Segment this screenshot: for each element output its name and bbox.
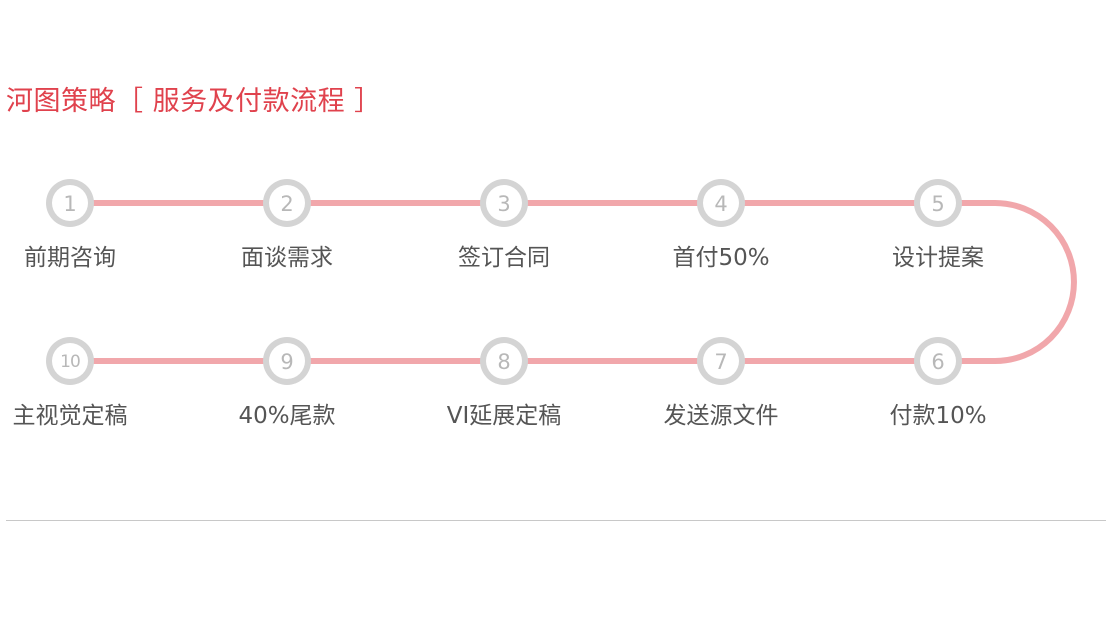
step-number: 9 [280,350,293,374]
step-number: 8 [497,350,510,374]
step-number: 2 [280,192,293,216]
step-number: 3 [497,192,510,216]
step-node-center [486,185,522,221]
step-node-9: 9 40%尾款 [238,337,336,429]
step-node-5: 5 设计提案 [892,179,984,271]
flow-steps: 1 前期咨询 2 面谈需求 3 签订合同 4 首付50% 5 设计提案 6 付款10% 7 发送源文件 8V… [13,179,987,429]
step-node-6: 6 付款10% [889,337,987,429]
step-node-center [269,185,305,221]
step-number: 6 [931,350,944,374]
bottom-divider [6,520,1106,521]
step-label: 发送源文件 [664,403,779,429]
step-node-center [52,343,88,379]
step-number: 10 [60,352,80,372]
step-node-7: 7 发送源文件 [664,337,779,429]
step-label: 付款10% [889,403,986,429]
step-node-center [703,343,739,379]
step-node-center [52,185,88,221]
step-label: 面谈需求 [241,245,333,271]
step-node-center [703,185,739,221]
step-node-center [920,185,956,221]
step-label: VI延展定稿 [447,403,562,429]
page-title: 河图策略［ 服务及付款流程 ］ [6,86,382,117]
step-number: 1 [63,192,76,216]
step-label: 40%尾款 [238,403,335,429]
step-node-center [269,343,305,379]
step-label: 设计提案 [892,245,984,271]
step-label: 主视觉定稿 [13,403,128,429]
flow-connector-line [67,200,1077,364]
step-number: 4 [714,192,727,216]
step-number: 5 [931,192,944,216]
step-label: 签订合同 [458,245,550,271]
step-node-center [486,343,522,379]
step-node-10: 10 主视觉定稿 [13,337,128,429]
step-label: 首付50% [672,245,769,271]
step-node-center [920,343,956,379]
step-node-3: 3 签订合同 [458,179,550,271]
step-node-2: 2 面谈需求 [241,179,333,271]
step-label: 前期咨询 [24,245,116,271]
step-number: 7 [714,350,727,374]
step-node-1: 1 前期咨询 [24,179,116,271]
step-node-4: 4 首付50% [672,179,770,271]
